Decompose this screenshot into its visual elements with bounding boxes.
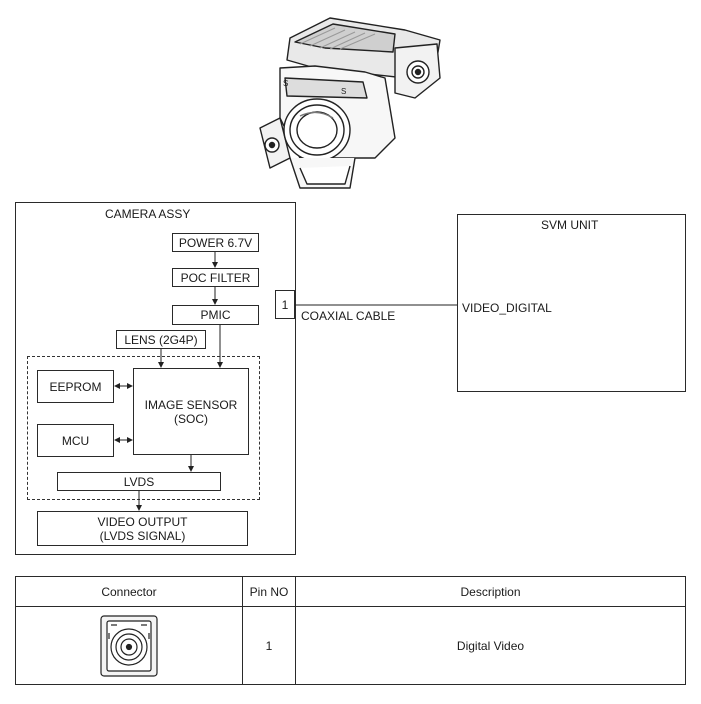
camera-assy-title: CAMERA ASSY xyxy=(105,207,191,221)
table-col-divider-1 xyxy=(242,577,243,684)
svg-text:S: S xyxy=(283,79,288,88)
header-connector: Connector xyxy=(101,584,157,599)
table-row-description: Digital Video xyxy=(456,638,525,653)
coaxial-connector-icon xyxy=(100,614,158,677)
svm-unit-box xyxy=(457,214,686,392)
table-row-pin: 1 xyxy=(265,638,273,653)
power-block: POWER 6.7V xyxy=(172,233,259,252)
image-sensor-soc-label: (SOC) xyxy=(174,411,208,426)
camera-illustration: S S xyxy=(259,17,441,189)
connector-table: Connector Pin NO Description 1 Digital V… xyxy=(15,576,686,685)
image-sensor-label: IMAGE SENSOR xyxy=(144,397,238,412)
lvds-block: LVDS xyxy=(57,472,221,491)
pmic-block: PMIC xyxy=(172,305,259,325)
mcu-block: MCU xyxy=(37,424,114,457)
video-output-block: VIDEO OUTPUT (LVDS SIGNAL) xyxy=(37,511,248,546)
poc-filter-block: POC FILTER xyxy=(172,268,259,287)
lens-block: LENS (2G4P) xyxy=(116,330,206,349)
eeprom-block: EEPROM xyxy=(37,370,114,403)
sensor-module-region xyxy=(27,356,260,500)
coaxial-cable-label: COAXIAL CABLE xyxy=(301,309,396,323)
header-description: Description xyxy=(460,584,521,599)
connector-image-cell xyxy=(16,607,242,684)
video-output-label: VIDEO OUTPUT xyxy=(97,514,188,529)
lvds-signal-label: (LVDS SIGNAL) xyxy=(99,528,186,543)
header-pin-no: Pin NO xyxy=(249,584,289,599)
image-sensor-block: IMAGE SENSOR (SOC) xyxy=(133,368,249,455)
pin-box: 1 xyxy=(275,290,295,319)
table-header-divider xyxy=(16,606,685,607)
svg-text:S: S xyxy=(341,87,346,96)
table-col-divider-2 xyxy=(295,577,296,684)
video-digital-label: VIDEO_DIGITAL xyxy=(462,301,552,315)
svm-unit-title: SVM UNIT xyxy=(541,218,599,232)
